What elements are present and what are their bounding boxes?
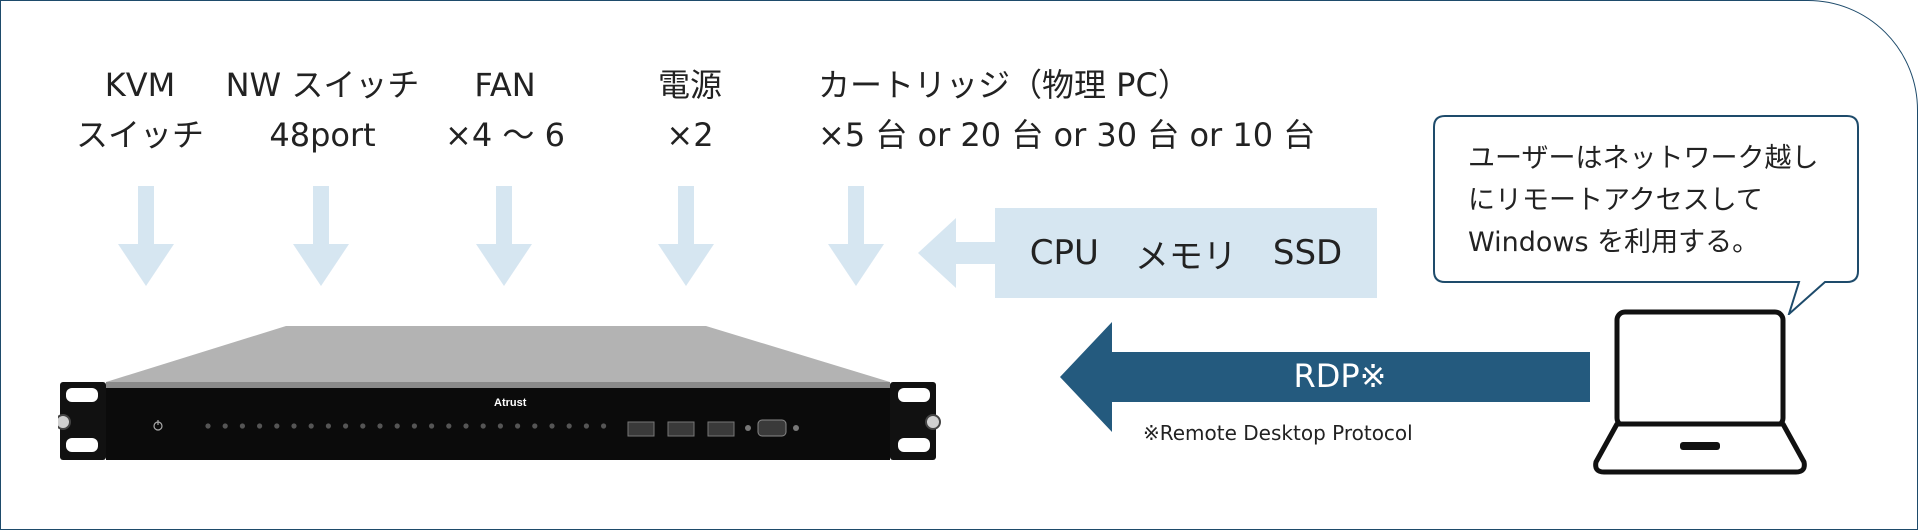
status-led — [360, 423, 366, 429]
status-led — [497, 423, 503, 429]
status-led — [463, 423, 469, 429]
bubble-line: Windows を利用する。 — [1468, 227, 1760, 258]
status-led — [222, 423, 228, 429]
status-led — [325, 423, 331, 429]
rdp-footnote: ※Remote Desktop Protocol — [1143, 421, 1413, 445]
status-led — [566, 423, 572, 429]
speech-bubble — [1433, 115, 1859, 315]
status-led — [601, 423, 607, 429]
status-led — [532, 423, 538, 429]
label-nw-line2: 48port — [269, 116, 376, 154]
down-arrow-icon — [828, 186, 884, 286]
status-led — [480, 423, 486, 429]
component-memory: メモリ — [1134, 236, 1237, 277]
label-cartridge-line1: カートリッジ（物理 PC） — [818, 66, 1190, 104]
status-led — [394, 423, 400, 429]
label-kvm-line1: KVM — [104, 66, 176, 104]
status-led — [549, 423, 555, 429]
status-led — [308, 423, 314, 429]
components-box: CPU メモリ SSD — [995, 208, 1377, 298]
down-arrow-icon — [476, 186, 532, 286]
status-led — [377, 423, 383, 429]
left-arrow-icon — [918, 218, 998, 288]
status-led — [411, 423, 417, 429]
label-cartridge-line2: ×5 台 or 20 台 or 30 台 or 10 台 — [818, 116, 1316, 154]
rdp-label: RDP※ — [1293, 357, 1387, 395]
label-kvm-switch: KVM スイッチ — [70, 60, 210, 160]
bubble-line: ユーザーはネットワーク越し — [1468, 143, 1819, 174]
component-ssd: SSD — [1272, 233, 1343, 273]
label-power-line1: 電源 — [657, 66, 722, 104]
status-led — [343, 423, 349, 429]
component-cpu: CPU — [1029, 233, 1099, 273]
rdp-arrow-icon — [1060, 322, 1590, 432]
status-led — [205, 423, 211, 429]
down-arrow-icon — [293, 186, 349, 286]
laptop-icon — [1593, 309, 1807, 475]
label-power: 電源 ×2 — [630, 60, 750, 160]
status-led — [515, 423, 521, 429]
status-led — [291, 423, 297, 429]
label-nw-line1: NW スイッチ — [225, 66, 420, 104]
label-fan-line1: FAN — [474, 66, 536, 104]
label-cartridge: カートリッジ（物理 PC） ×5 台 or 20 台 or 30 台 or 10… — [818, 60, 1338, 160]
label-kvm-line2: スイッチ — [75, 116, 204, 154]
label-fan-line2: ×4 ～ 6 — [445, 116, 565, 154]
bubble-text: ユーザーはネットワーク越し にリモートアクセスして Windows を利用する。 — [1468, 138, 1818, 264]
status-led — [429, 423, 435, 429]
status-led — [239, 423, 245, 429]
down-arrow-icon — [658, 186, 714, 286]
label-fan: FAN ×4 ～ 6 — [430, 60, 580, 160]
bubble-line: にリモートアクセスして — [1468, 185, 1763, 216]
server-appliance-icon: Atrust — [58, 326, 941, 460]
down-arrow-icon — [118, 186, 174, 286]
status-led — [446, 423, 452, 429]
status-led — [274, 423, 280, 429]
status-led — [583, 423, 590, 429]
label-nw-switch: NW スイッチ 48port — [215, 60, 430, 160]
label-power-line2: ×2 — [666, 116, 714, 154]
status-led — [257, 423, 263, 429]
svg-text:Atrust: Atrust — [494, 397, 527, 409]
